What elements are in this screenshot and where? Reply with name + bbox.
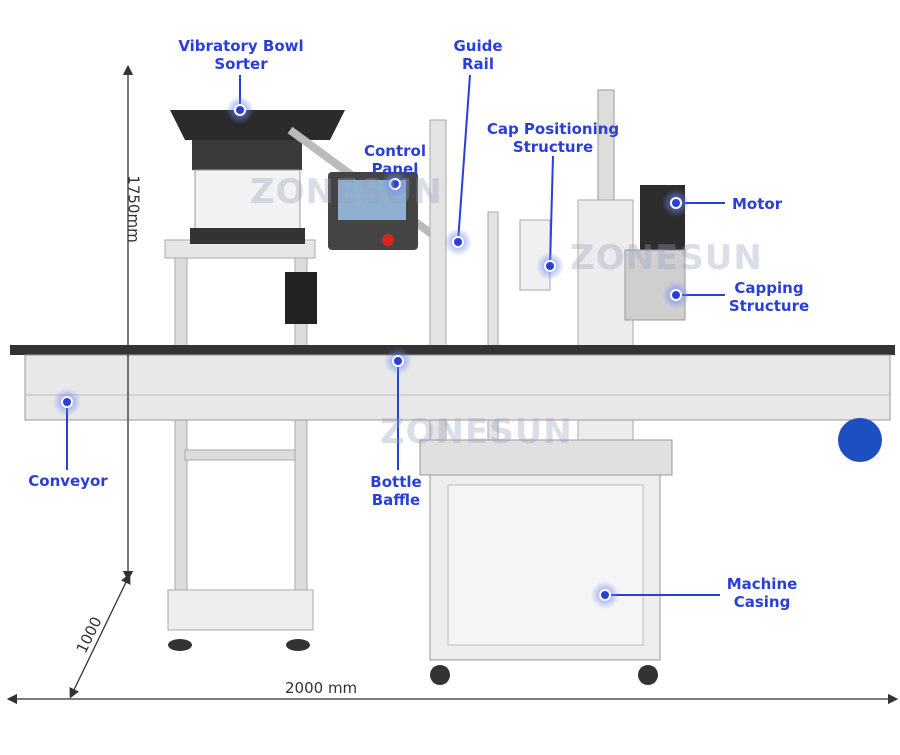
dot-capping xyxy=(662,281,690,309)
label-line: Sorter xyxy=(214,55,268,73)
watermark: ZONESUN xyxy=(570,238,763,278)
label-line: Guide xyxy=(453,37,503,55)
machine-casing-illustration xyxy=(419,439,673,685)
dot-bottle-baffle xyxy=(384,347,412,375)
callout-dots xyxy=(53,96,690,609)
dimension-height: 1750mm xyxy=(124,175,143,243)
dot-guide-rail xyxy=(444,228,472,256)
dot-control-panel xyxy=(381,170,409,198)
dot-vibratory-bowl xyxy=(226,96,254,124)
watermark: ZONESUN xyxy=(250,172,443,212)
label-line: Structure xyxy=(512,138,594,156)
dot-machine-casing xyxy=(591,581,619,609)
label-line: Rail xyxy=(462,55,494,73)
callout-lines xyxy=(66,74,725,596)
dimension-width: 2000 mm xyxy=(285,679,358,697)
label-line: Cap Positioning xyxy=(486,120,620,138)
label-line: Panel xyxy=(371,160,419,178)
watermark: ZONESUN xyxy=(380,412,573,452)
label-line: Machine xyxy=(726,575,798,593)
dot-cap-positioning xyxy=(536,252,564,280)
label-conveyor: Conveyor xyxy=(28,472,108,490)
label-line: Capping xyxy=(734,279,804,297)
dimension-lines xyxy=(6,64,899,705)
sorter-stand xyxy=(164,239,316,651)
dot-motor xyxy=(662,189,690,217)
label-line: Baffle xyxy=(371,491,421,509)
label-line: Control xyxy=(363,142,427,160)
label-motor: Motor xyxy=(732,195,783,213)
label-line: Vibratory Bowl xyxy=(178,37,304,55)
conveyor-illustration xyxy=(10,345,895,421)
label-line: Casing xyxy=(733,593,791,611)
label-line: Structure xyxy=(728,297,810,315)
dot-conveyor xyxy=(53,388,81,416)
label-line: Bottle xyxy=(370,473,422,491)
